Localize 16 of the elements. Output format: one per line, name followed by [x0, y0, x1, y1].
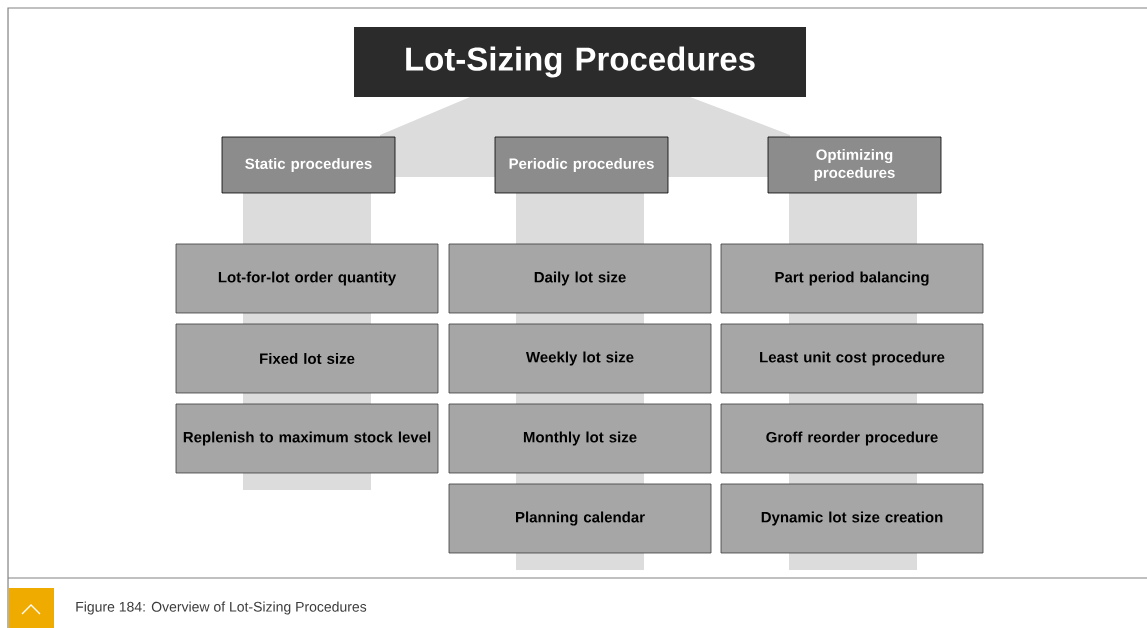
category-box: Periodic procedures	[494, 136, 669, 194]
procedure-box: Monthly lot size	[448, 403, 712, 474]
procedure-box: Groff reorder procedure	[720, 403, 984, 474]
category-box: Optimizing procedures	[767, 136, 942, 194]
procedure-box: Fixed lot size	[175, 323, 439, 394]
title-banner: Lot-Sizing Procedures	[354, 27, 806, 97]
procedure-box: Daily lot size	[448, 243, 712, 314]
procedure-box: Planning calendar	[448, 483, 712, 554]
procedure-box: Least unit cost procedure	[720, 323, 984, 394]
procedure-box: Dynamic lot size creation	[720, 483, 984, 554]
figure-caption: Figure 184: Overview of Lot-Sizing Procedures	[76, 601, 367, 615]
category-box: Static procedures	[221, 136, 396, 194]
procedure-box: Weekly lot size	[448, 323, 712, 394]
procedure-box: Replenish to maximum stock level	[175, 403, 439, 474]
procedure-box: Lot-for-lot order quantity	[175, 243, 439, 314]
procedure-box: Part period balancing	[720, 243, 984, 314]
